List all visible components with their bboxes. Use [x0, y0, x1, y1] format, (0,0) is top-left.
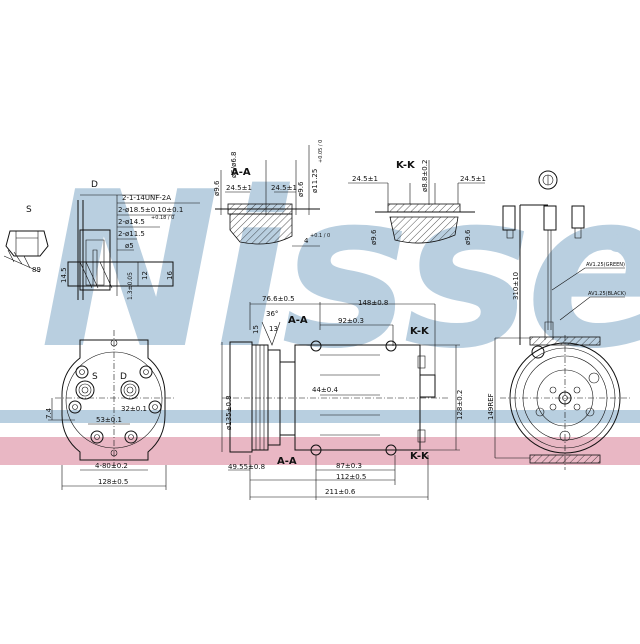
dim-length: 310±10	[512, 272, 520, 300]
watermark-brand: Nissens	[40, 145, 640, 396]
dim-d9-6-left: ø9.6	[370, 229, 378, 245]
dim-dia-18-5: 2-ø18.5±0.10±0.1	[118, 206, 183, 214]
suction-port-icon	[75, 380, 95, 400]
port-detail-view: S D 89 2-1-14UNF-2A 2-ø18.5±0.10±0.1 2-ø…	[3, 180, 200, 300]
dim-groove-13: 13	[269, 325, 278, 333]
front-view: 149REF	[487, 321, 630, 470]
dim-w-24-5-left: 24.5±1	[226, 184, 252, 192]
dim-148: 148±0.8	[358, 299, 388, 307]
dim-87: 87±0.3	[336, 462, 362, 470]
dim-dia-14-5-tol: +0.18 / 0	[151, 215, 174, 221]
section-kk-title: K-K	[396, 160, 416, 171]
section-kk-marker-bottom: K-K	[410, 451, 430, 462]
dim-offset: 7.4	[45, 407, 53, 419]
watermark-registered-icon: ®	[604, 229, 630, 259]
rear-label-s: S	[92, 372, 98, 382]
dim-w-24-5-right: 24.5±1	[460, 175, 486, 183]
section-aa-marker-bottom: A-A	[277, 456, 297, 467]
dim-d9-6-right: ø9.6	[297, 181, 305, 197]
dim-groove-15: 15	[252, 325, 260, 334]
dim-d11-25-tol: +0.05 / 0	[318, 140, 324, 163]
dim-d11-25: ø11.25	[311, 169, 319, 193]
dim-bolt-spacing: 4-80±0.2	[95, 462, 128, 470]
section-kk-marker-top: K-K	[410, 326, 430, 337]
dim-h-14-5: 14.5	[60, 267, 68, 283]
dim-dia-5: ø5	[125, 242, 134, 250]
dim-w-24-5-left: 24.5±1	[352, 175, 378, 183]
dim-pulley-dia: ø135±0.8	[225, 395, 233, 430]
connector-detail-view: 310±10 AV1.25(GREEN) AV1.25(BLACK)	[502, 170, 626, 345]
dim-dia-11-5: 2-ø11.5	[118, 230, 145, 238]
section-aa-view: A-A ø9.6 ø6/ø6.8 24.5±1 24.5±1 ø9.6 ø11.…	[213, 140, 330, 247]
dim-76-6: 76.6±0.5	[262, 295, 295, 303]
section-kk-view: K-K 24.5±1 24.5±1 ø8.8±0.2 ø9.6 ø9.6	[348, 160, 486, 245]
dim-h-16: 16	[166, 271, 174, 280]
dim-49-55: 49.55±0.8	[228, 463, 265, 471]
dim-width-128: 128±0.5	[98, 478, 128, 486]
dim-211: 211±0.6	[325, 488, 356, 496]
rear-label-d: D	[120, 372, 127, 382]
dim-32: 32±0.1	[121, 405, 147, 413]
rear-view: S D 7.4 53±0.1 32±0.1 4-80±0.2 128±0.5	[45, 330, 175, 490]
label-s: S	[26, 205, 32, 215]
dim-h-4-tol: +0.1 / 0	[310, 233, 330, 239]
dim-w-24-5-right: 24.5±1	[271, 184, 297, 192]
connector-face-icon	[538, 170, 558, 190]
dim-d9-6-left: ø9.6	[213, 180, 221, 196]
dim-d8-8: ø8.8±0.2	[421, 160, 429, 192]
section-aa-title: A-A	[231, 167, 251, 178]
dim-thread: 2-1-14UNF-2A	[122, 194, 171, 202]
wire-label-black: AV1.25(BLACK)	[588, 291, 626, 297]
dim-angle-89: 89	[32, 266, 41, 274]
label-d: D	[91, 180, 98, 190]
side-view: 76.6±0.5 148±0.8 92±0.3 36° 13 15 A-A K-…	[221, 295, 464, 500]
dim-angle-36: 36°	[266, 310, 278, 318]
discharge-port-icon	[120, 380, 140, 400]
dim-d6-d6-8: ø6/ø6.8	[230, 151, 238, 178]
dim-112: 112±0.5	[336, 473, 366, 481]
wire-label-green: AV1.25(GREEN)	[586, 262, 625, 268]
section-aa-marker-top: A-A	[288, 315, 308, 326]
dim-h-1-3: 1.3±0.05	[127, 272, 134, 300]
dim-h-12: 12	[141, 271, 149, 280]
dim-92: 92±0.3	[338, 317, 364, 325]
dim-height-ref: 149REF	[487, 393, 495, 420]
dim-d9-6-right: ø9.6	[464, 229, 472, 245]
dim-dia-14-5: 2-ø14.5	[118, 218, 145, 226]
dim-44: 44±0.4	[312, 386, 338, 394]
dim-h-4: 4	[304, 237, 309, 245]
dim-height-128: 128±0.2	[456, 390, 464, 420]
dim-53: 53±0.1	[96, 416, 122, 424]
